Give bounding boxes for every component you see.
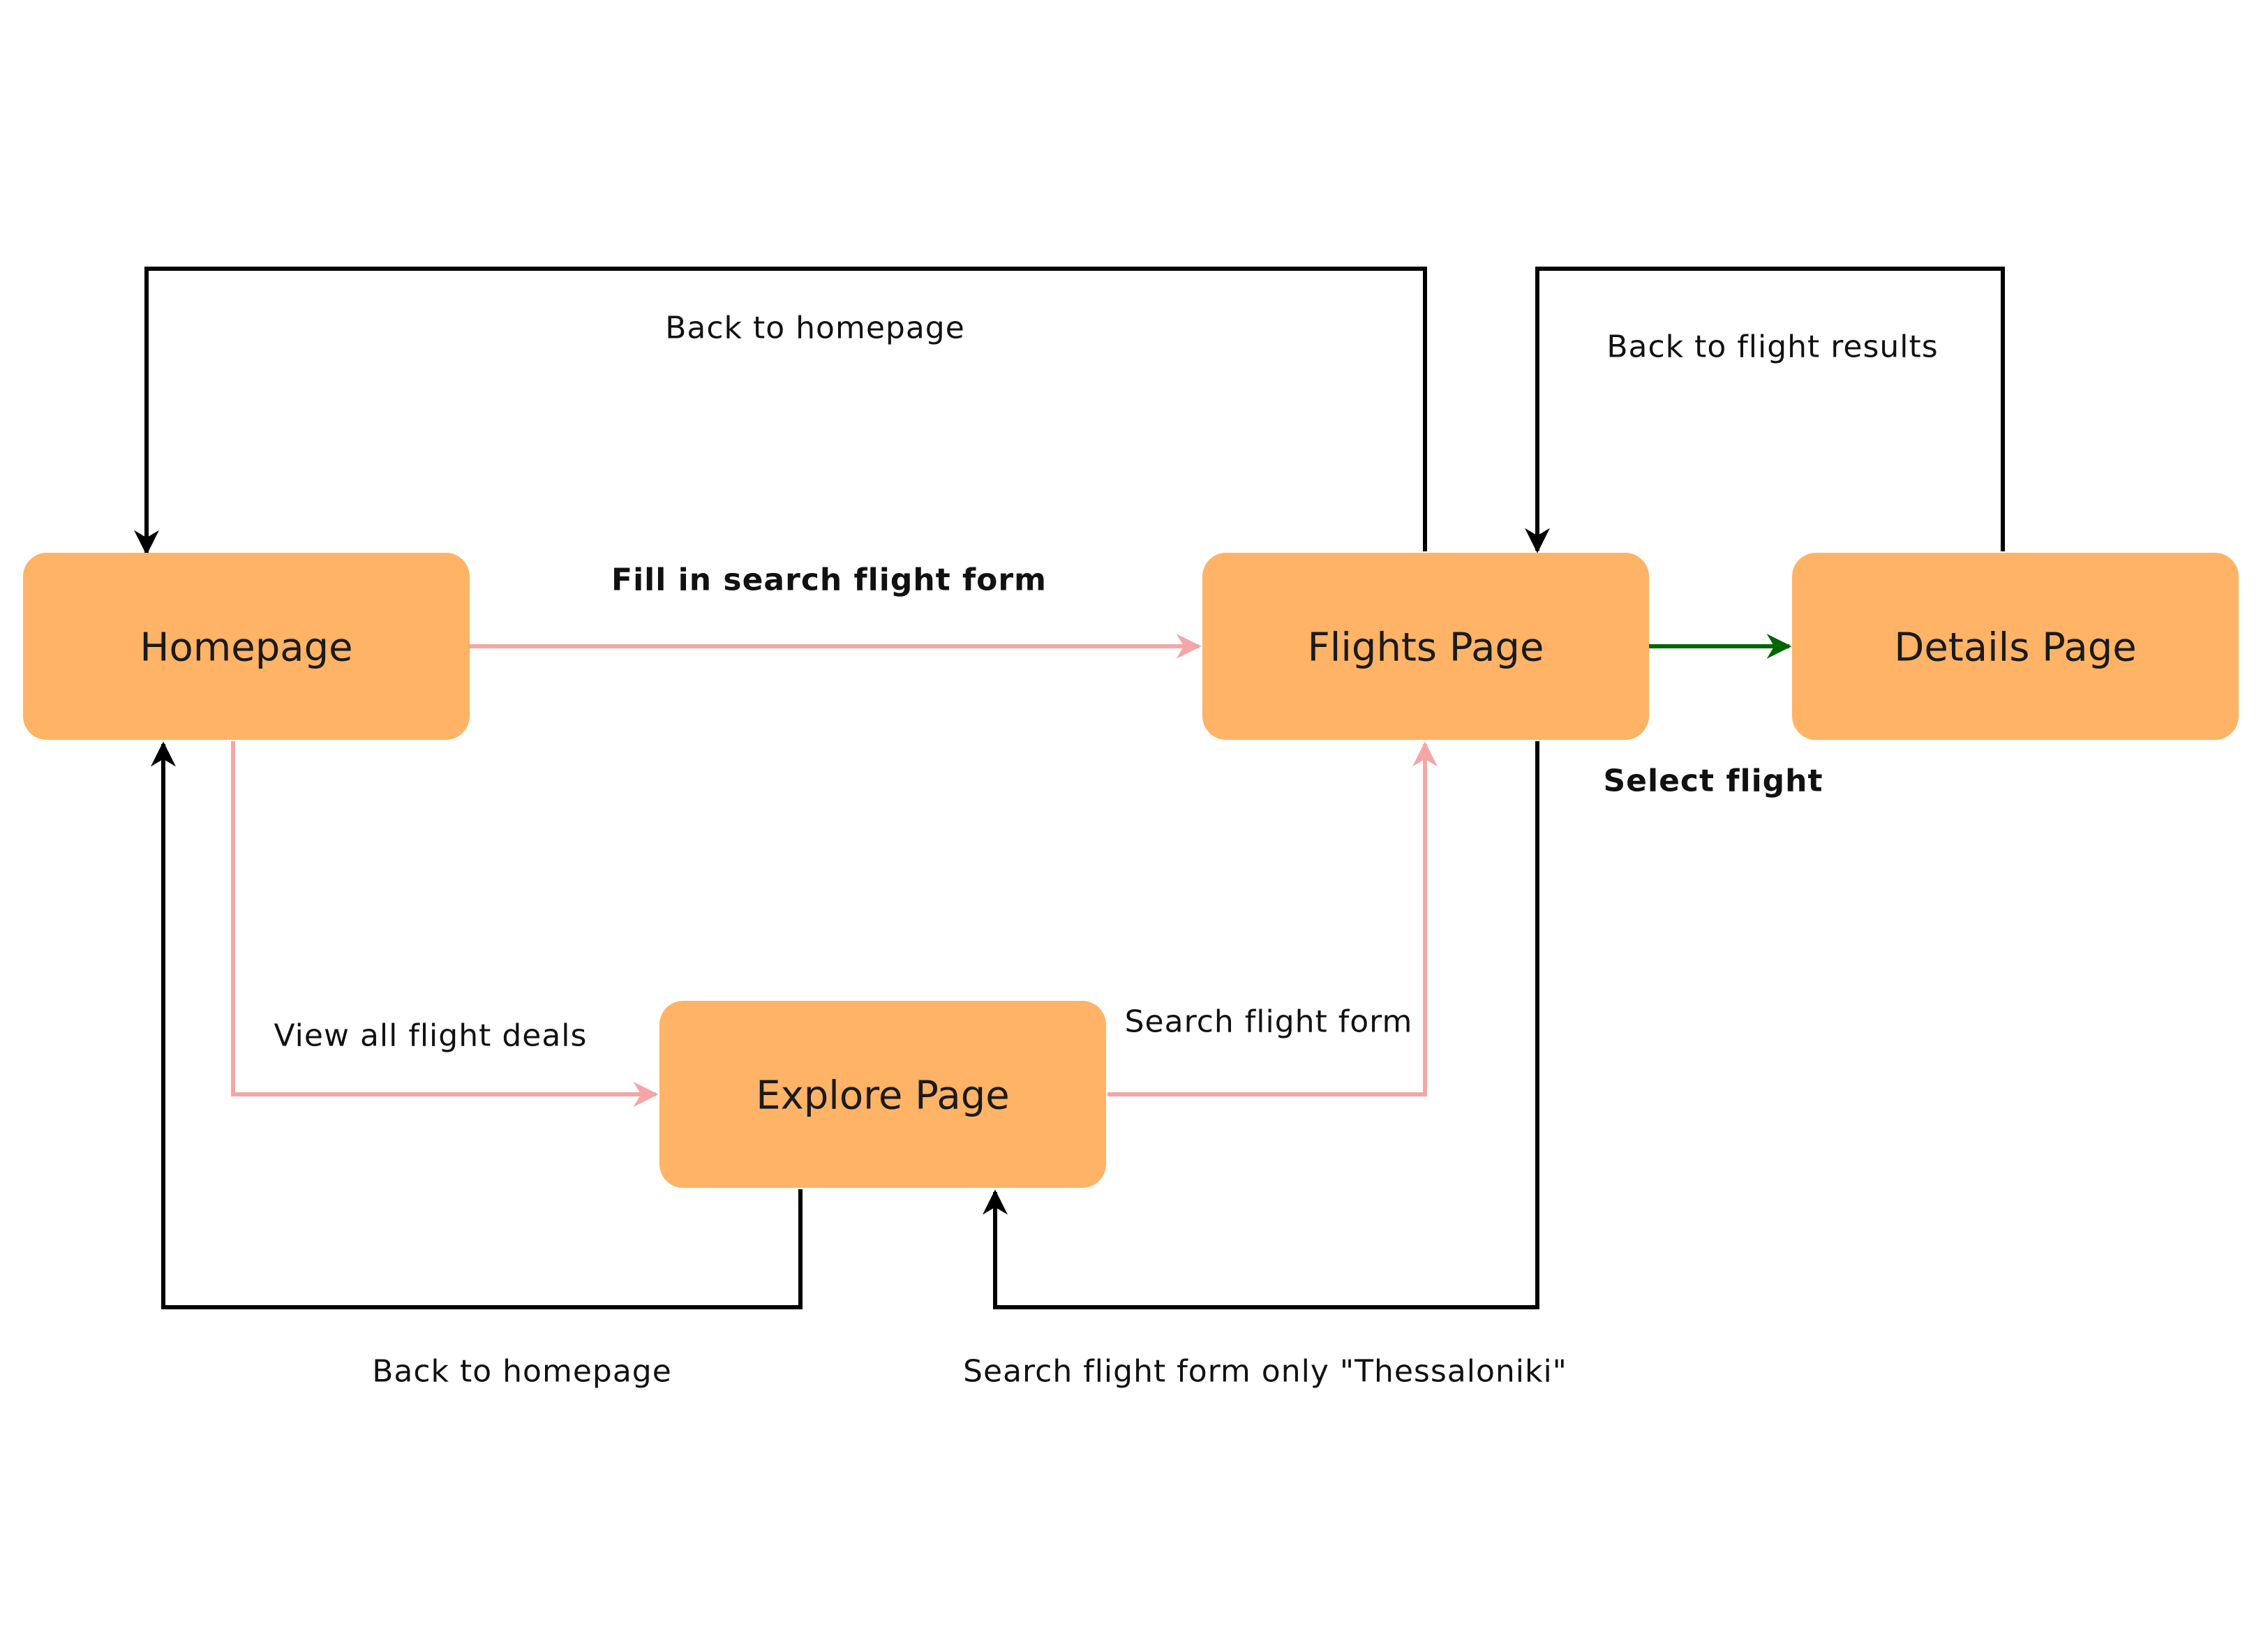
node-flights-page-label: Flights Page [1308,625,1544,671]
node-homepage: Homepage [23,553,470,740]
label-flights-to-details: Select flight [1603,764,1823,799]
label-explore-to-homepage: Back to homepage [372,1354,672,1390]
node-explore-page-label: Explore Page [756,1073,1010,1119]
node-explore-page: Explore Page [659,1001,1106,1188]
edge-details-to-flights [1525,267,2005,553]
edge-flights-to-homepage [134,267,1427,556]
label-details-to-flights: Back to flight results [1606,329,1938,365]
edge-explore-to-homepage [151,741,803,1309]
label-flights-to-homepage: Back to homepage [665,311,965,346]
edge-homepage-to-explore [231,741,659,1107]
label-explore-to-flights: Search flight form [1125,1004,1413,1040]
label-homepage-to-flights: Fill in search flight form [611,563,1047,598]
node-details-page: Details Page [1792,553,2239,740]
node-flights-page: Flights Page [1202,553,1649,740]
label-homepage-to-explore: View all flight deals [274,1018,588,1054]
edge-flights-to-explore [983,741,1539,1309]
edge-explore-to-flights [1107,741,1438,1096]
node-homepage-label: Homepage [140,625,352,671]
node-details-page-label: Details Page [1894,625,2137,671]
label-flights-to-explore: Search flight form only "Thessaloniki" [963,1354,1567,1390]
